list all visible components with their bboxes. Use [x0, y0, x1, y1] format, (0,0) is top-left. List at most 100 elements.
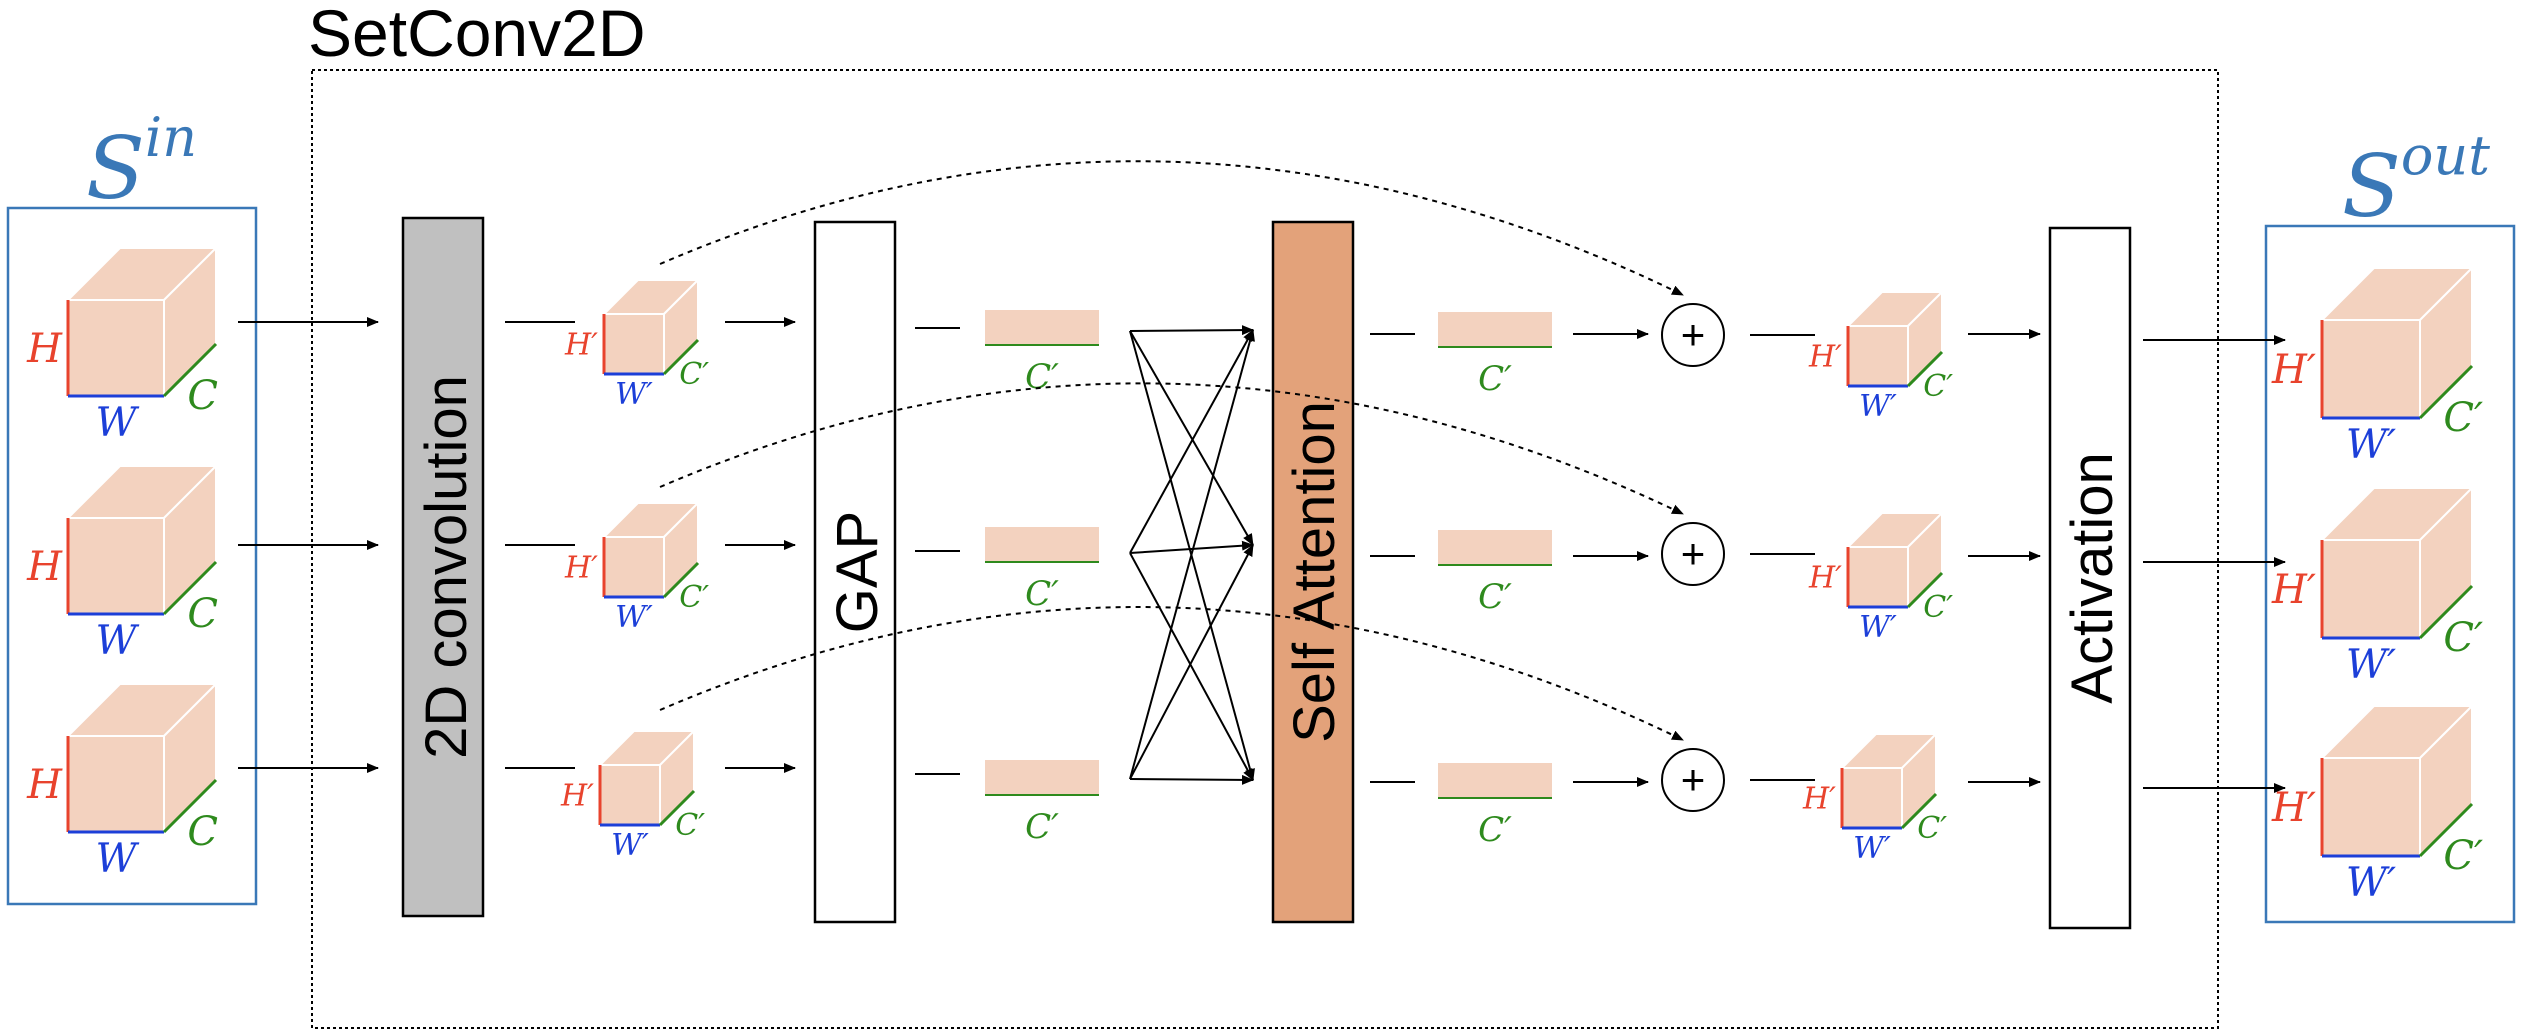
skip-connection-1 [659, 160, 1684, 296]
gap-vector-2-c-label: C′ [1025, 574, 1059, 614]
plus-node-2 [1661, 522, 1725, 586]
attention-link-2-3 [1129, 552, 1254, 781]
sum-cube-1-c-edge [1906, 350, 1944, 388]
gap-vector-3-c-label: C′ [1025, 807, 1059, 847]
sum-cube-1-w-label: W′ [1859, 389, 1897, 424]
input-cube-1-c-label: C [187, 373, 218, 419]
conv-block-label: 2D convolution [414, 375, 479, 759]
attention-link-2-1 [1129, 329, 1254, 554]
conv-cube-3-h-label: H′ [560, 779, 594, 814]
plus-node-1-symbol: + [1681, 311, 1706, 358]
gap-vector-2 [985, 527, 1099, 561]
output-cube-1-front [2321, 319, 2421, 419]
conv-cube-2-c-label: C′ [679, 580, 709, 615]
sum-cube-2-h-label: H′ [1808, 561, 1842, 596]
output-cube-3-front [2321, 757, 2421, 857]
conv-cube-1-c-edge [662, 338, 700, 376]
sum-cube-1-c-label: C′ [1923, 369, 1953, 404]
attention-block-label: Self Attention [1282, 401, 1347, 743]
gap-block-label: GAP [825, 511, 890, 634]
generated-elements: HWCH′W′C′C′C′+H′W′C′H′W′C′HWCH′W′C′C′C′+… [26, 160, 2483, 906]
conv-block [401, 216, 485, 918]
input-cube-1-c-edge [162, 342, 218, 398]
conv-cube-3-w-label: W′ [611, 828, 649, 863]
input-cube-3-w-label: W [95, 836, 139, 882]
attention-link-3-1 [1129, 329, 1255, 780]
output-cube-2-w-label: W′ [2346, 642, 2396, 688]
setconv2d-frame [311, 69, 2219, 1029]
att-vector-2-c-label: C′ [1478, 577, 1512, 617]
attention-link-1-2 [1129, 330, 1254, 546]
sum-cube-3-front [1841, 767, 1903, 829]
input-cube-1-h-label: H [26, 326, 63, 372]
input-cube-2-c-label: C [187, 591, 218, 637]
output-set-label-sup: out [2401, 124, 2490, 187]
input-cube-1-w-label: W [95, 400, 139, 446]
attention-link-2-2 [1129, 540, 1254, 554]
output-cube-3 [2319, 703, 2475, 859]
input-cube-3-c-edge [162, 778, 218, 834]
att-vector-3-c-label: C′ [1478, 810, 1512, 850]
gap-vector-1 [985, 310, 1099, 344]
att-vector-1 [1438, 312, 1552, 346]
input-cube-2 [65, 463, 219, 617]
input-set-label-base: S [86, 119, 145, 219]
sum-cube-2 [1845, 510, 1945, 610]
output-cube-1 [2319, 265, 2475, 421]
skip-connection-3 [659, 606, 1684, 741]
output-cube-3-h-label: H′ [2271, 785, 2316, 831]
sum-cube-3 [1839, 731, 1939, 831]
output-cube-3-c-edge [2418, 802, 2474, 858]
output-cube-2-front [2321, 539, 2421, 639]
conv-cube-1-front [603, 313, 665, 375]
input-cube-3-c-label: C [187, 809, 218, 855]
sum-cube-1-front [1847, 325, 1909, 387]
output-cube-1-c-edge [2418, 364, 2474, 420]
conv-cube-2-front [603, 536, 665, 598]
conv-cube-2-c-edge [662, 561, 700, 599]
activation-block-label: Activation [2060, 452, 2125, 703]
gap-block [813, 220, 897, 924]
attention-block [1271, 220, 1355, 924]
input-set-label-sup: in [145, 106, 197, 169]
input-cube-1-front [67, 299, 165, 397]
input-cube-3-h-label: H [26, 762, 63, 808]
conv-cube-3-c-edge [658, 789, 696, 827]
output-cube-1-h-label: H′ [2271, 347, 2316, 393]
input-cube-1 [65, 245, 219, 399]
output-set-label-base: S [2342, 137, 2401, 237]
output-cube-2-c-label: C′ [2443, 615, 2483, 661]
input-cube-2-c-edge [162, 560, 218, 616]
conv-cube-1-w-label: W′ [615, 377, 653, 412]
sum-cube-2-c-label: C′ [1923, 590, 1953, 625]
output-cube-1-w-label: W′ [2346, 422, 2396, 468]
conv-cube-2 [601, 500, 701, 600]
plus-node-2-symbol: + [1681, 530, 1706, 577]
gap-vector-1-c-label: C′ [1025, 357, 1059, 397]
input-cube-2-w-label: W [95, 618, 139, 664]
output-cube-2-c-edge [2418, 584, 2474, 640]
attention-link-1-1 [1129, 325, 1254, 336]
conv-cube-3 [597, 728, 697, 828]
conv-cube-2-h-label: H′ [564, 551, 598, 586]
sum-cube-1-h-label: H′ [1808, 340, 1842, 375]
plus-node-1 [1661, 303, 1725, 367]
sum-cube-2-w-label: W′ [1859, 610, 1897, 645]
input-set-box [6, 206, 258, 906]
att-vector-3 [1438, 763, 1552, 797]
conv-cube-1 [601, 277, 701, 377]
output-cube-3-w-label: W′ [2346, 860, 2396, 906]
sum-cube-2-c-edge [1906, 571, 1944, 609]
activation-block [2048, 226, 2132, 930]
att-vector-2 [1438, 530, 1552, 564]
conv-cube-3-c-label: C′ [675, 808, 705, 843]
att-vector-1-c-label: C′ [1478, 359, 1512, 399]
output-cube-3-c-label: C′ [2443, 833, 2483, 879]
skip-connection-2 [659, 382, 1684, 515]
plus-node-3 [1661, 748, 1725, 812]
input-set-label: Sin [86, 106, 197, 219]
sum-cube-2-front [1847, 546, 1909, 608]
conv-cube-2-w-label: W′ [615, 600, 653, 635]
input-cube-3 [65, 681, 219, 835]
